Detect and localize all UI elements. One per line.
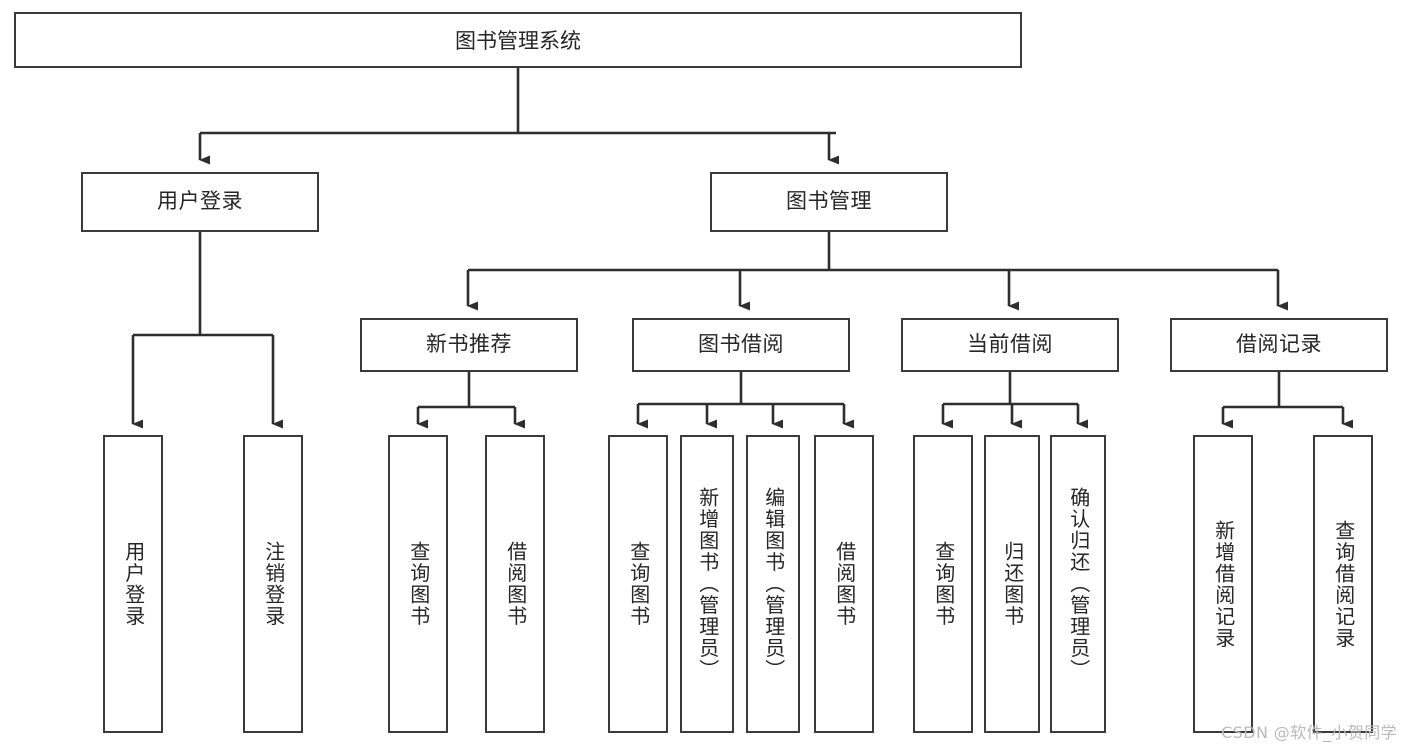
- node-root[interactable]: 图书管理系统: [14, 12, 1022, 68]
- node-book-management[interactable]: 图书管理: [710, 172, 948, 232]
- leaf-edit-book-admin[interactable]: 编辑图书（管理员）: [746, 435, 800, 733]
- node-new-book-recommend-label: 新书推荐: [426, 332, 512, 357]
- leaf-add-borrow-record-label: 新增借阅记录: [1211, 519, 1236, 649]
- node-current-borrow[interactable]: 当前借阅: [901, 318, 1119, 372]
- leaf-add-book-admin[interactable]: 新增图书（管理员）: [680, 435, 734, 733]
- node-root-label: 图书管理系统: [455, 29, 581, 53]
- leaf-query-book-recommend-label: 查询图书: [406, 541, 431, 627]
- leaf-borrow-book-label: 借阅图书: [832, 541, 857, 627]
- leaf-user-login-label: 用户登录: [121, 541, 146, 627]
- node-book-borrow[interactable]: 图书借阅: [632, 318, 850, 372]
- node-book-borrow-label: 图书借阅: [698, 332, 784, 357]
- leaf-borrow-book-recommend[interactable]: 借阅图书: [485, 435, 545, 733]
- node-borrow-record[interactable]: 借阅记录: [1170, 318, 1388, 372]
- leaf-query-borrow-record[interactable]: 查询借阅记录: [1313, 435, 1373, 733]
- leaf-query-book-current-label: 查询图书: [931, 541, 956, 627]
- leaf-query-borrow-record-label: 查询借阅记录: [1331, 519, 1356, 649]
- leaf-edit-book-admin-label: 编辑图书（管理员）: [761, 487, 786, 681]
- leaf-query-book-borrow-label: 查询图书: [626, 541, 651, 627]
- leaf-query-book-recommend[interactable]: 查询图书: [388, 435, 448, 733]
- node-book-management-label: 图书管理: [786, 189, 872, 214]
- watermark: CSDN @软件_小贺同学: [1221, 723, 1397, 742]
- leaf-query-book-borrow[interactable]: 查询图书: [608, 435, 668, 733]
- leaf-add-borrow-record[interactable]: 新增借阅记录: [1193, 435, 1253, 733]
- node-current-borrow-label: 当前借阅: [967, 332, 1053, 357]
- node-borrow-record-label: 借阅记录: [1236, 332, 1322, 357]
- leaf-borrow-book[interactable]: 借阅图书: [814, 435, 874, 733]
- leaf-add-book-admin-label: 新增图书（管理员）: [695, 487, 720, 681]
- leaf-query-book-current[interactable]: 查询图书: [913, 435, 973, 733]
- leaf-logout[interactable]: 注销登录: [243, 435, 303, 733]
- leaf-return-book-label: 归还图书: [1000, 541, 1025, 627]
- leaf-user-login[interactable]: 用户登录: [103, 435, 163, 733]
- node-user-login[interactable]: 用户登录: [81, 172, 319, 232]
- leaf-confirm-return-admin-label: 确认归还（管理员）: [1066, 487, 1091, 681]
- leaf-confirm-return-admin[interactable]: 确认归还（管理员）: [1050, 435, 1106, 733]
- leaf-borrow-book-recommend-label: 借阅图书: [503, 541, 528, 627]
- leaf-logout-label: 注销登录: [261, 541, 286, 627]
- leaf-return-book[interactable]: 归还图书: [984, 435, 1040, 733]
- node-user-login-label: 用户登录: [157, 189, 243, 214]
- node-new-book-recommend[interactable]: 新书推荐: [360, 318, 578, 372]
